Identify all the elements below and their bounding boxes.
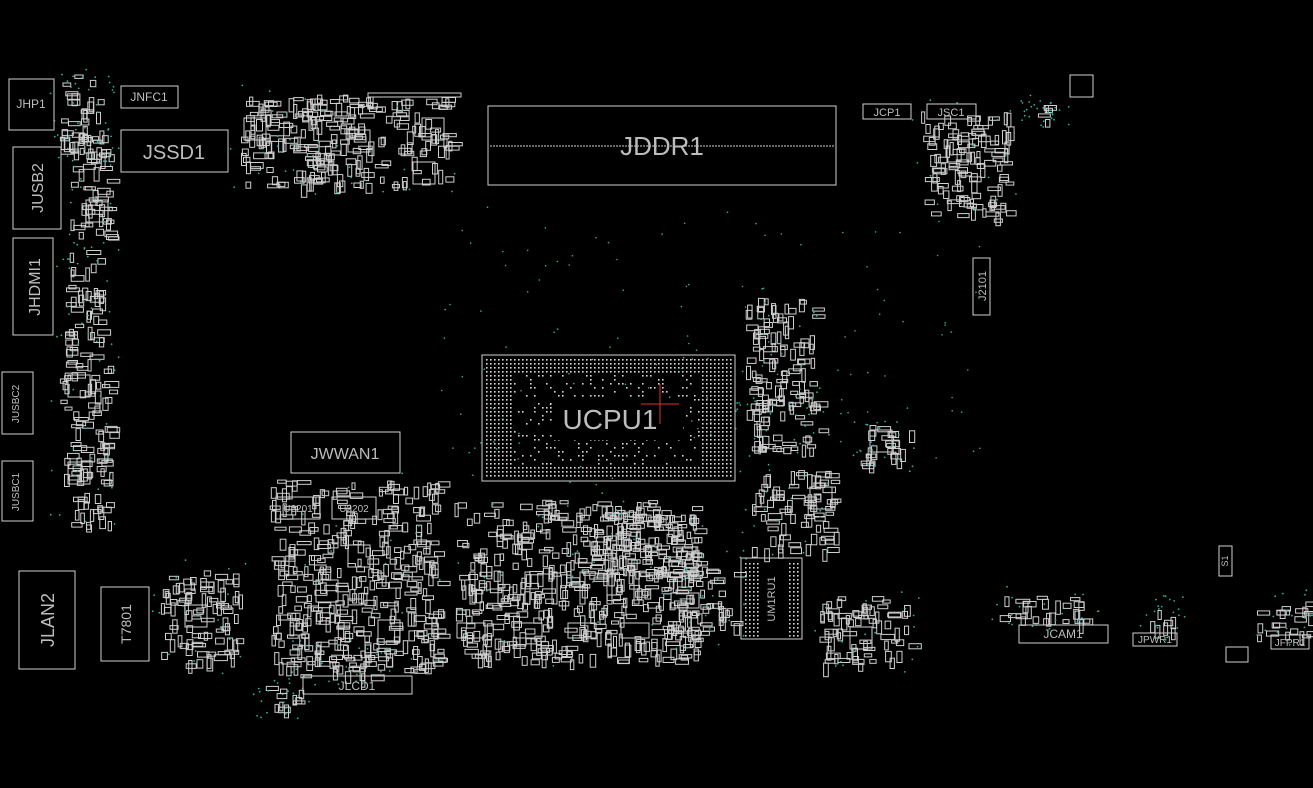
jusbc2-label: JUSBC2 bbox=[11, 384, 22, 423]
u2201-chip[interactable]: U2201 bbox=[275, 496, 321, 520]
jlcd1-connector[interactable]: JLCD1 bbox=[302, 675, 413, 695]
u2201-label: U2201 bbox=[283, 504, 313, 515]
jhdmi1-connector[interactable]: JHDMI1 bbox=[12, 237, 54, 336]
jssd1-connector[interactable]: JSSD1 bbox=[120, 129, 229, 173]
j2101-label: J2101 bbox=[977, 271, 989, 301]
jlcd1-label: JLCD1 bbox=[339, 679, 376, 693]
u2202-label: U2202 bbox=[339, 504, 369, 515]
memory-ball-grid bbox=[745, 563, 799, 637]
jddr1-label: JDDR1 bbox=[620, 131, 704, 161]
jsc1-connector[interactable]: JSC1 bbox=[926, 103, 977, 120]
top-connector-strip bbox=[367, 92, 462, 98]
jwwan1-connector[interactable]: JWWAN1 bbox=[290, 431, 401, 474]
u2202-chip[interactable]: U2202 bbox=[331, 496, 377, 520]
jpwr1-label: JPWR1 bbox=[1138, 635, 1172, 646]
jwwan1-label: JWWAN1 bbox=[311, 446, 380, 463]
s1-label: S1 bbox=[1220, 555, 1230, 566]
jsc1-label: JSC1 bbox=[938, 107, 965, 119]
passive-components bbox=[59, 74, 1313, 719]
memory-chip-label: UM1RU1 bbox=[766, 576, 778, 621]
jnfc1-label: JNFC1 bbox=[130, 90, 168, 104]
jddr1-slot[interactable]: JDDR1 bbox=[487, 105, 837, 186]
t7801-transformer[interactable]: T7801 bbox=[100, 586, 150, 662]
jlan2-connector[interactable]: JLAN2 bbox=[18, 570, 76, 670]
ucpu1-processor[interactable]: UCPU1 bbox=[481, 354, 736, 482]
jusbc1-connector[interactable]: JUSBC1 bbox=[1, 460, 34, 522]
jfpr1-connector[interactable]: JFPR1 bbox=[1270, 634, 1310, 650]
jusb2-connector[interactable]: JUSB2 bbox=[12, 146, 62, 230]
jhdmi1-label: JHDMI1 bbox=[27, 258, 44, 316]
jhp1-connector[interactable]: JHP1 bbox=[8, 78, 55, 131]
top-right-pad bbox=[1069, 74, 1094, 98]
jusb2-label: JUSB2 bbox=[30, 163, 47, 213]
fpr-pad bbox=[1225, 646, 1249, 663]
jfpr1-label: JFPR1 bbox=[1275, 638, 1306, 649]
vias bbox=[49, 68, 1313, 720]
jnfc1-connector[interactable]: JNFC1 bbox=[120, 85, 179, 109]
jcam1-label: JCAM1 bbox=[1043, 627, 1083, 641]
cpu-ball-grid bbox=[486, 359, 732, 477]
jhp1-label: JHP1 bbox=[16, 97, 46, 111]
jcp1-connector[interactable]: JCP1 bbox=[862, 103, 912, 120]
jssd1-label: JSSD1 bbox=[143, 142, 205, 164]
j2101-connector[interactable]: J2101 bbox=[972, 257, 991, 316]
jcam1-connector[interactable]: JCAM1 bbox=[1018, 624, 1109, 644]
ucpu1-label: UCPU1 bbox=[563, 404, 658, 435]
t7801-label: T7801 bbox=[118, 604, 134, 644]
jusbc2-connector[interactable]: JUSBC2 bbox=[1, 371, 34, 435]
memory-chip[interactable]: UM1RU1 bbox=[740, 557, 803, 640]
s1-switch[interactable]: S1 bbox=[1218, 545, 1233, 577]
jusbc1-label: JUSBC1 bbox=[11, 472, 22, 511]
jpwr1-connector[interactable]: JPWR1 bbox=[1132, 632, 1178, 647]
jcp1-label: JCP1 bbox=[874, 107, 901, 119]
jlan2-label: JLAN2 bbox=[38, 593, 58, 647]
